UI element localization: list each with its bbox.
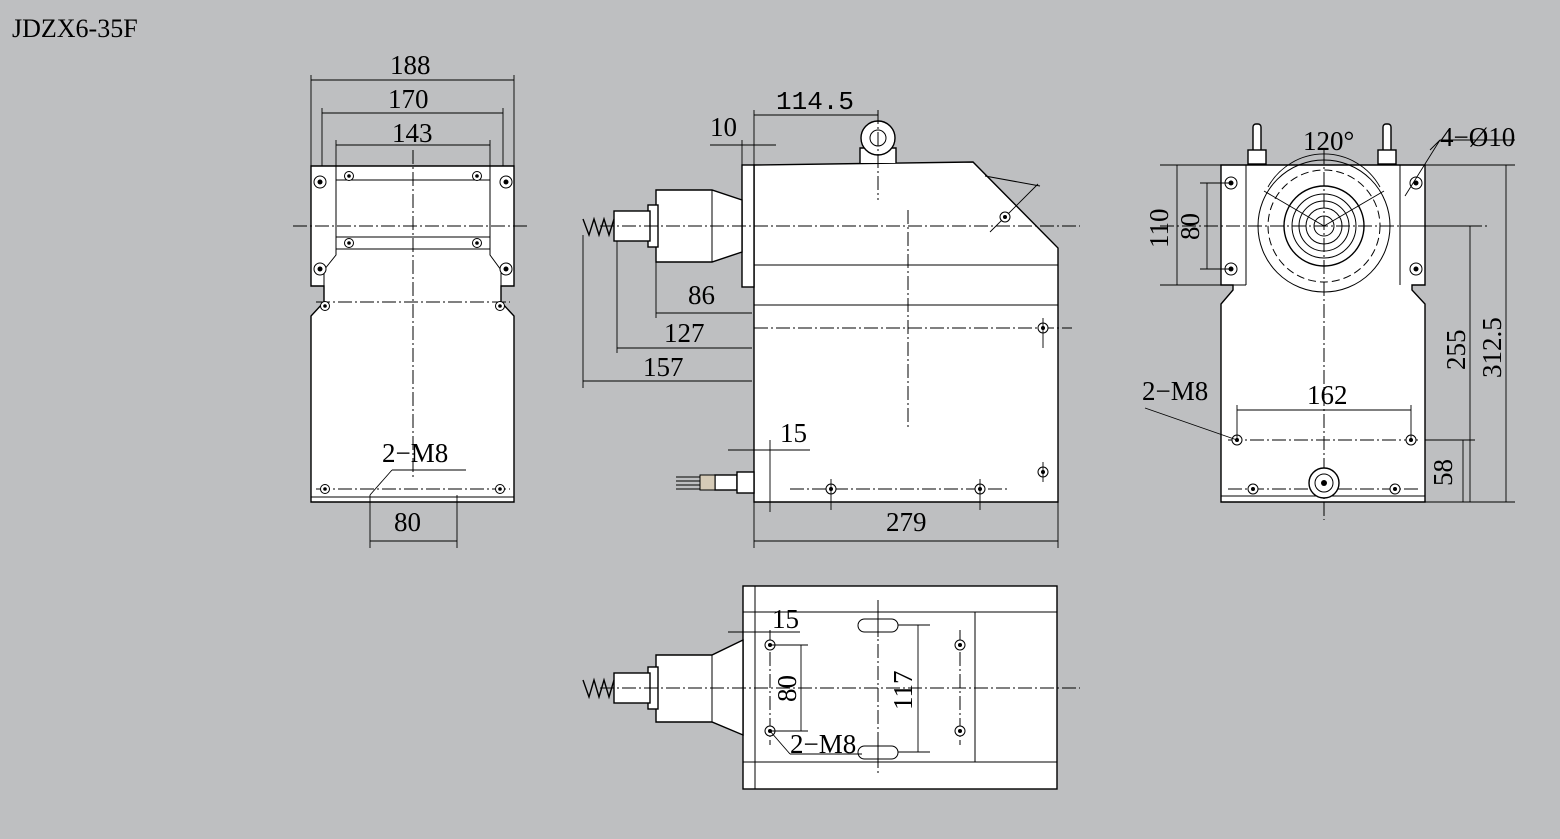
label-2-m8-end: 2−M8: [1142, 376, 1208, 406]
dim-188: 188: [390, 50, 431, 80]
terminal-studs: [1247, 123, 1397, 165]
dim-86: 86: [688, 280, 715, 310]
bottom-view-holes: [764, 614, 966, 764]
dim-114-5: 114.5: [776, 87, 854, 117]
dim-170: 170: [388, 84, 429, 114]
side-view-dimensions: [582, 110, 1059, 548]
dim-157: 157: [643, 352, 684, 382]
side-view-body: [753, 161, 1059, 503]
bottom-view: 15 80 117 2−M8: [582, 585, 1080, 790]
front-view: 188 170 143 2−M8 80: [293, 50, 530, 548]
bottom-view-dimensions: [728, 624, 930, 755]
label-4-d10: 4−Ø10: [1440, 122, 1515, 152]
front-view-holes: [313, 171, 513, 494]
dim-15-bottom: 15: [772, 604, 799, 634]
dim-117: 117: [888, 671, 918, 711]
side-terminal: [676, 471, 755, 494]
dim-312-5: 312.5: [1477, 317, 1507, 378]
dim-10: 10: [710, 112, 737, 142]
dim-143: 143: [392, 118, 433, 148]
side-view-holes: [825, 211, 1049, 510]
dim-15-side: 15: [780, 418, 807, 448]
dim-80-front: 80: [394, 507, 421, 537]
end-view: 120° 4−Ø10 2−M8 162 110 80 255 312.5 58: [1142, 122, 1515, 520]
dim-58: 58: [1428, 459, 1458, 486]
dim-80-bottom: 80: [772, 675, 802, 702]
dim-80-end: 80: [1175, 213, 1205, 240]
front-view-dimensions: [310, 75, 515, 548]
dim-angle-120: 120°: [1303, 126, 1354, 156]
end-view-dimensions: [1144, 139, 1515, 503]
label-2-m8-bottom: 2−M8: [790, 729, 856, 759]
side-view: 114.5 10 86 127 157 15 279: [582, 87, 1080, 548]
label-2-m8-front: 2−M8: [382, 438, 448, 468]
dim-110: 110: [1144, 209, 1174, 249]
dim-255: 255: [1441, 330, 1471, 371]
drawing-title: JDZX6-35F: [12, 14, 138, 43]
dim-279: 279: [886, 507, 927, 537]
dim-162: 162: [1307, 380, 1348, 410]
dim-127: 127: [664, 318, 705, 348]
